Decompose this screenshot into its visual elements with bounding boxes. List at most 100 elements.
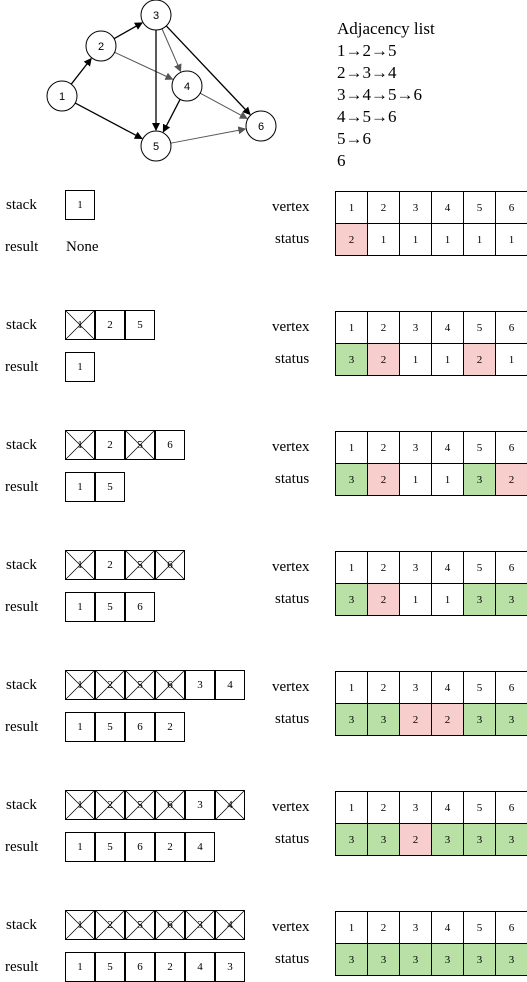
cross-mark-icon: [156, 671, 184, 699]
vertex-cell: 2: [367, 671, 400, 704]
stack-cell: 5: [125, 430, 155, 460]
stack-cell: 5: [125, 790, 155, 820]
result-none: None: [66, 239, 99, 255]
status-cell: 3: [495, 583, 527, 616]
graph-node-label: 4: [184, 81, 190, 93]
stack-cell: 6: [155, 790, 185, 820]
vertex-cell: 4: [431, 791, 464, 824]
result-cell: 2: [155, 952, 185, 982]
cross-mark-icon: [96, 791, 124, 819]
vertex-cell: 3: [399, 431, 432, 464]
result-cell: 1: [65, 352, 95, 382]
vertex-cell: 5: [463, 551, 496, 584]
adjacency-title: Adjacency list: [337, 19, 435, 38]
graph-node-label: 6: [258, 121, 264, 133]
stack-cell: 6: [155, 430, 185, 460]
cross-mark-icon: [156, 551, 184, 579]
vertex-cell: 5: [463, 311, 496, 344]
vertex-label: vertex: [272, 679, 310, 695]
status-cell: 2: [431, 703, 464, 736]
vertex-cell: 2: [367, 311, 400, 344]
status-cell: 3: [335, 703, 368, 736]
stack-cell: 1: [65, 190, 95, 220]
stack-cell: 5: [125, 310, 155, 340]
vertex-cell: 3: [399, 671, 432, 704]
vertex-cell: 6: [495, 911, 527, 944]
status-label: status: [275, 591, 310, 607]
stack-cell: 6: [155, 550, 185, 580]
result-label: result: [5, 239, 39, 255]
edge-4-6: [199, 92, 248, 119]
stack-cell: 2: [95, 790, 125, 820]
adjacency-line: 2→3→4: [337, 63, 397, 82]
stack-label: stack: [6, 917, 37, 933]
result-cell: 5: [95, 472, 125, 502]
status-cell: 3: [399, 943, 432, 976]
status-cell: 1: [495, 343, 527, 376]
stack-cell: 3: [185, 910, 215, 940]
stack-label: stack: [6, 677, 37, 693]
stack-label: stack: [6, 317, 37, 333]
stack-cell: 1: [65, 790, 95, 820]
status-cell: 1: [431, 463, 464, 496]
vertex-cell: 1: [335, 311, 368, 344]
result-cell: 4: [185, 832, 215, 862]
cross-mark-icon: [126, 791, 154, 819]
result-cell: 5: [95, 592, 125, 622]
edge-4-5: [162, 99, 181, 133]
vertex-cell: 6: [495, 671, 527, 704]
result-cell: 5: [95, 952, 125, 982]
stack-cell: 1: [65, 550, 95, 580]
vertex-cell: 6: [495, 311, 527, 344]
vertex-cell: 4: [431, 431, 464, 464]
vertex-cell: 1: [335, 911, 368, 944]
vertex-cell: 1: [335, 551, 368, 584]
graph-node: [85, 30, 117, 62]
cross-mark-icon: [96, 671, 124, 699]
vertex-cell: 3: [399, 791, 432, 824]
status-cell: 3: [335, 463, 368, 496]
edge-2-4: [114, 51, 174, 80]
vertex-label: vertex: [272, 799, 310, 815]
vertex-cell: 6: [495, 191, 527, 224]
stack-cell: 1: [65, 430, 95, 460]
status-cell: 1: [399, 583, 432, 616]
status-label: status: [275, 831, 310, 847]
vertex-label: vertex: [272, 919, 310, 935]
result-cell: 5: [95, 832, 125, 862]
edge-3-6: [165, 25, 251, 116]
result-cell: 6: [125, 952, 155, 982]
status-cell: 3: [463, 463, 496, 496]
edge-5-6: [170, 126, 247, 144]
cross-mark-icon: [216, 911, 244, 939]
vertex-cell: 4: [431, 551, 464, 584]
cross-mark-icon: [126, 911, 154, 939]
result-cell: 5: [95, 712, 125, 742]
stack-label: stack: [6, 557, 37, 573]
stack-label: stack: [6, 437, 37, 453]
vertex-cell: 4: [431, 191, 464, 224]
vertex-cell: 2: [367, 431, 400, 464]
vertex-cell: 3: [399, 191, 432, 224]
status-label: status: [275, 231, 310, 247]
status-cell: 2: [367, 343, 400, 376]
vertex-cell: 1: [335, 791, 368, 824]
result-label: result: [5, 479, 39, 495]
status-cell: 3: [335, 943, 368, 976]
stack-cell: 6: [155, 910, 185, 940]
status-cell: 1: [463, 223, 496, 256]
status-cell: 1: [431, 223, 464, 256]
cross-mark-icon: [66, 791, 94, 819]
status-cell: 3: [367, 703, 400, 736]
status-cell: 2: [463, 343, 496, 376]
cross-mark-icon: [66, 551, 94, 579]
vertex-cell: 2: [367, 191, 400, 224]
cross-mark-icon: [126, 431, 154, 459]
status-cell: 1: [399, 463, 432, 496]
cross-mark-icon: [66, 311, 94, 339]
stack-cell: 3: [185, 670, 215, 700]
vertex-cell: 3: [399, 551, 432, 584]
vertex-cell: 4: [431, 311, 464, 344]
result-cell: 2: [155, 712, 185, 742]
